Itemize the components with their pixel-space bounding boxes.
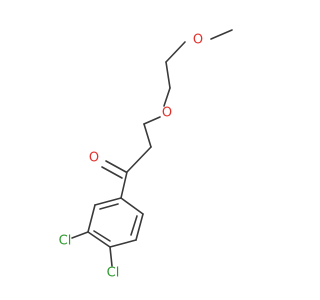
atom-label-cl-4: Cl — [107, 266, 120, 281]
atom-label-o-middle: O — [162, 106, 172, 121]
bond-carbonyl-ring — [120, 171, 128, 199]
bond-ch2-ch2 — [165, 61, 171, 89]
bond-ch2-o — [163, 87, 171, 107]
ring-bond-5 — [135, 213, 144, 241]
bond-carbonyl-double-a — [105, 160, 127, 173]
bond-ch2-carbonyl — [126, 146, 152, 173]
ring-bond-6 — [120, 197, 144, 215]
bond-ch2-ch2-b — [143, 123, 152, 148]
atom-label-o-terminal: O — [193, 33, 203, 48]
ring-bond-4 — [109, 239, 137, 248]
ring-bond-3 — [87, 231, 111, 248]
ring-inner-2 — [93, 230, 111, 242]
ring-inner-3 — [130, 215, 138, 236]
ring-bond-1 — [94, 197, 122, 206]
atom-label-cl-3: Cl — [59, 234, 72, 249]
bond-carbonyl-double-b — [101, 166, 123, 179]
bond-o-ch2-b — [143, 116, 161, 125]
bond-ring-cl3 — [71, 231, 89, 239]
bond-ring-cl4 — [109, 246, 113, 267]
ring-bond-2 — [87, 204, 96, 233]
bond-o-ch2 — [165, 41, 186, 63]
atom-label-o-ketone: O — [89, 151, 99, 166]
ring-inner-1 — [99, 203, 119, 210]
bond-methyl-o — [210, 29, 233, 40]
molecule-structure: O O O Cl Cl — [59, 29, 233, 281]
